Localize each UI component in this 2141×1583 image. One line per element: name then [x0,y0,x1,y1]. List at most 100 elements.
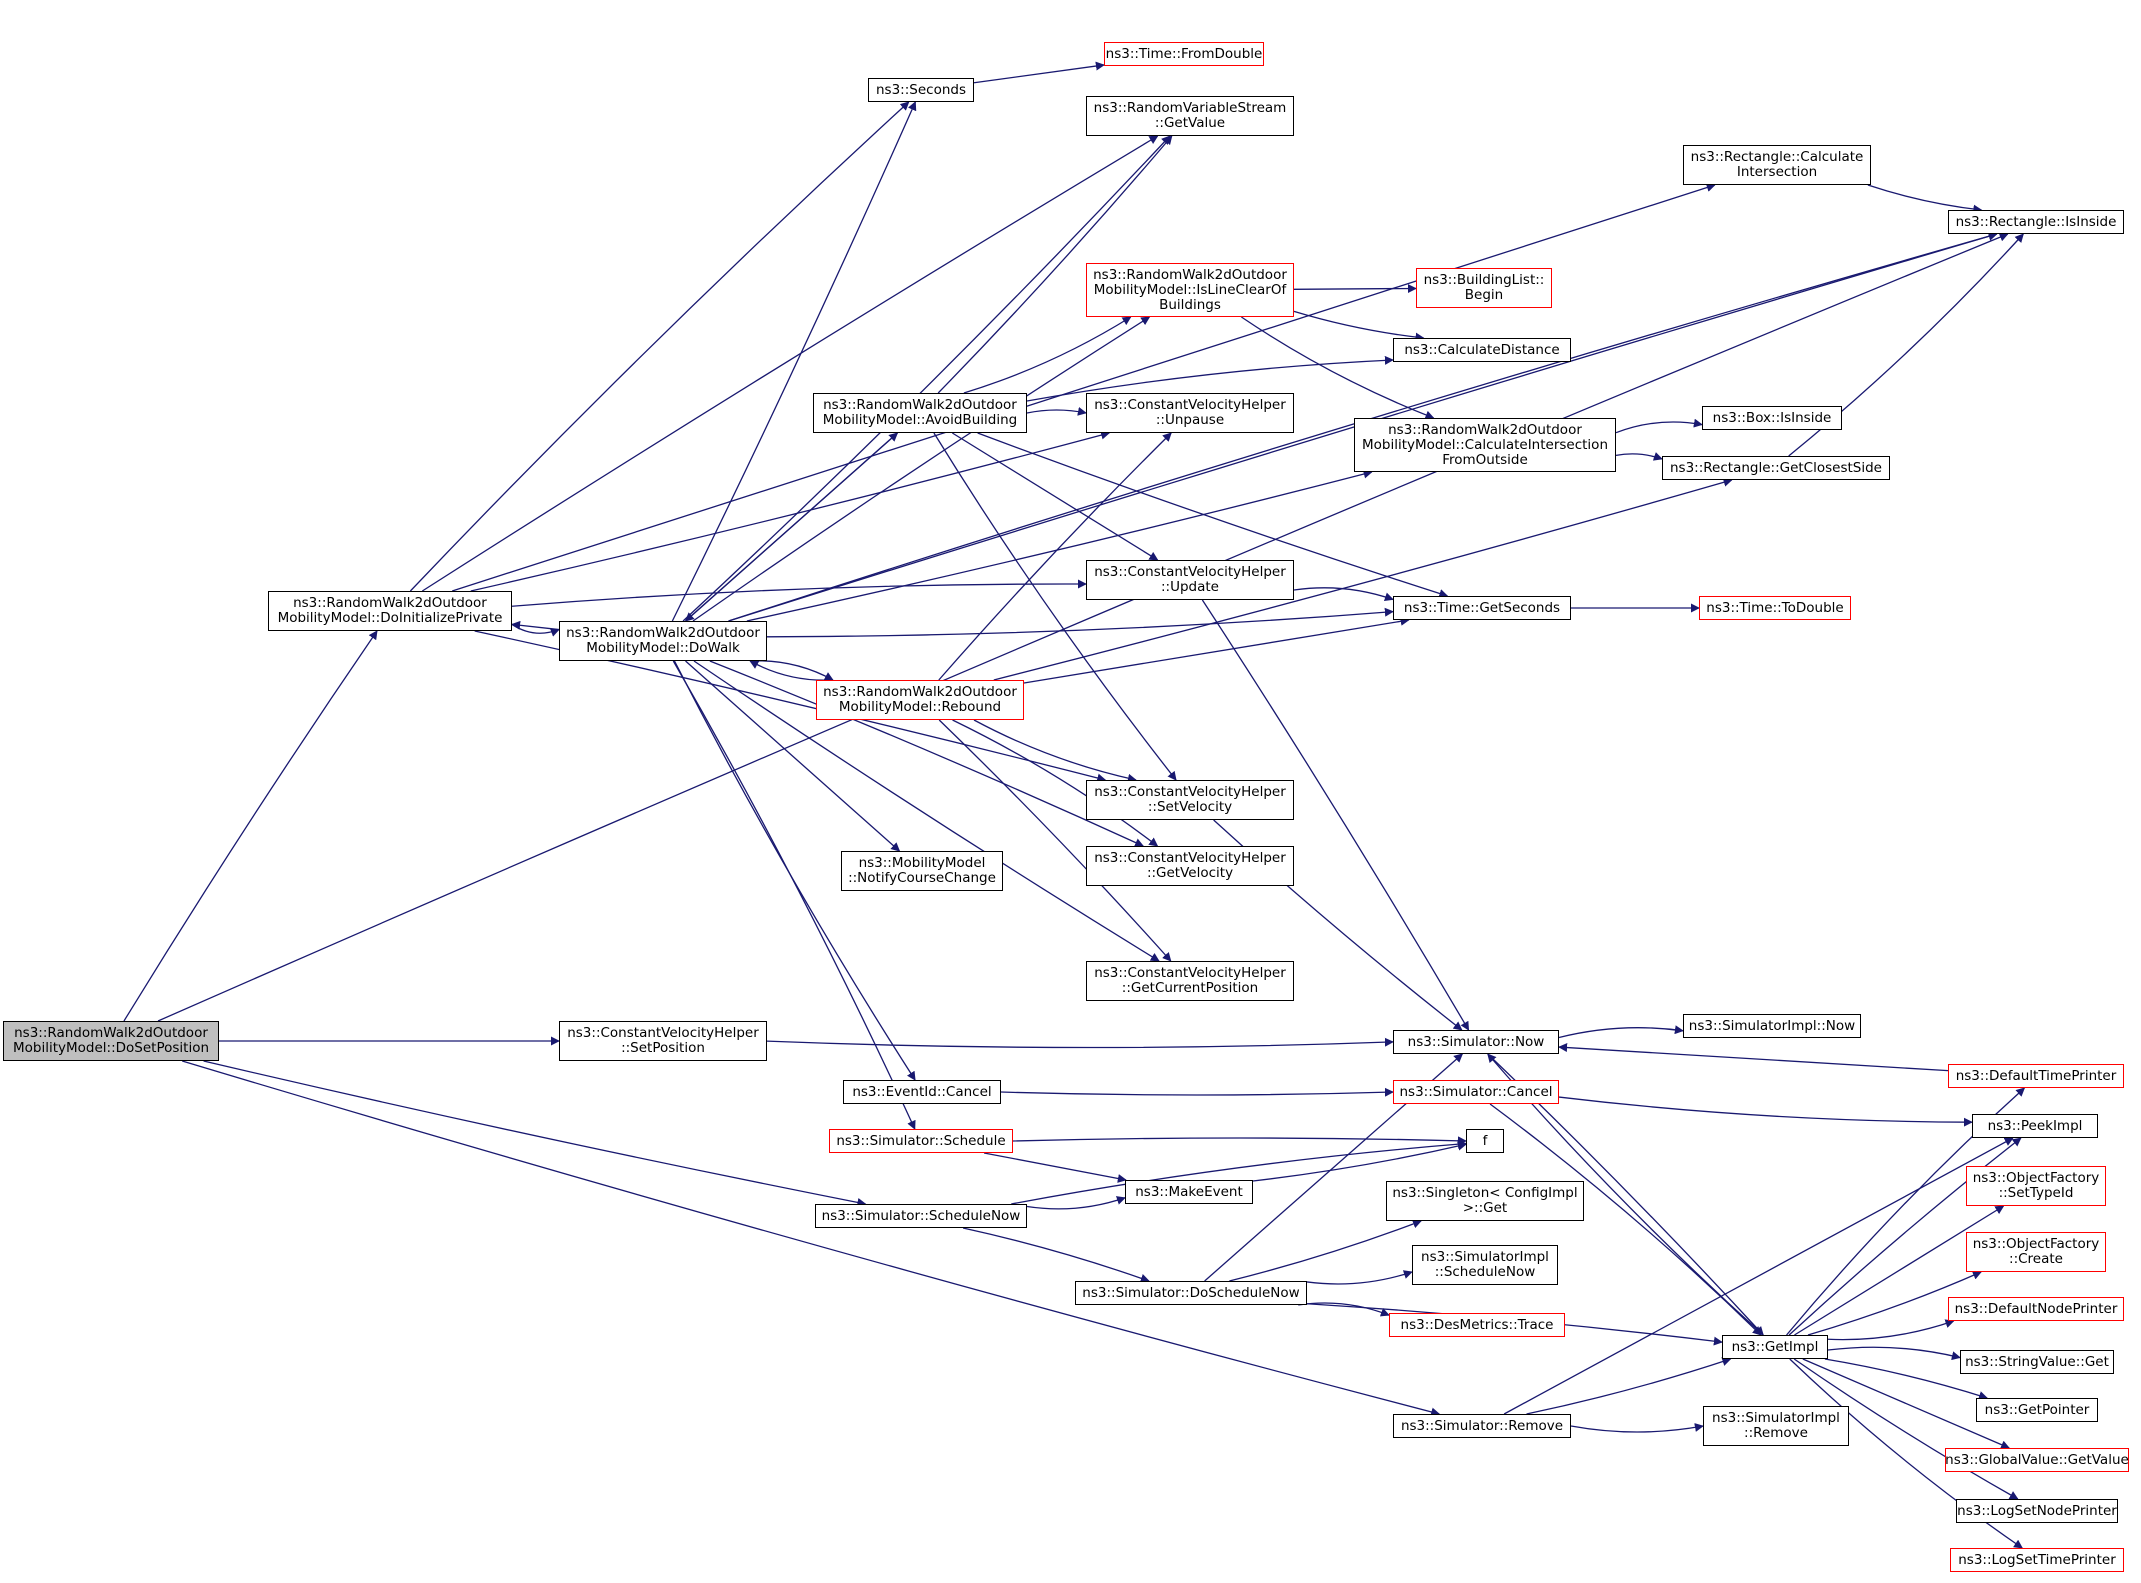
node-simCancel[interactable]: ns3::Simulator::Cancel [1393,1080,1559,1104]
edge-simRemove-to-peekImpl [1503,1137,2014,1415]
node-simNow[interactable]: ns3::Simulator::Now [1393,1030,1559,1054]
node-logSetNodePrinter[interactable]: ns3::LogSetNodePrinter [1956,1499,2118,1523]
node-label: ns3::Simulator::Now [1407,1033,1545,1050]
edge-rectCalcIntersection-to-rectIsInside [1867,184,1983,214]
edge-simScheduleNow-to-f [1011,1139,1467,1205]
node-rectIsInside[interactable]: ns3::Rectangle::IsInside [1948,210,2124,234]
node-rebound[interactable]: ns3::RandomWalk2dOutdoor MobilityModel::… [816,680,1024,720]
edge-simDoScheduleNow-to-singletonGet [1229,1219,1422,1282]
node-cvhUnpause[interactable]: ns3::ConstantVelocityHelper ::Unpause [1086,393,1294,433]
edge-getImpl-to-objFactorySetTypeId [1794,1205,2005,1336]
node-label: ns3::GetPointer [1984,1401,2090,1418]
edge-simSchedule-to-makeEvent [983,1152,1127,1183]
node-simImplNow[interactable]: ns3::SimulatorImpl::Now [1683,1014,1861,1038]
node-getImpl[interactable]: ns3::GetImpl [1722,1335,1828,1359]
node-label: ns3::RandomWalk2dOutdoor MobilityModel::… [822,397,1018,428]
node-defaultTimePrinter[interactable]: ns3::DefaultTimePrinter [1948,1064,2124,1088]
node-doInitializePrivate[interactable]: ns3::RandomWalk2dOutdoor MobilityModel::… [268,591,512,631]
node-simSchedule[interactable]: ns3::Simulator::Schedule [829,1129,1013,1153]
edge-simScheduleNow-to-makeEvent [1026,1196,1126,1210]
node-timeToDouble[interactable]: ns3::Time::ToDouble [1699,596,1851,620]
node-f[interactable]: f [1466,1129,1504,1153]
edge-avoidBuilding-to-cvhUpdate [951,432,1159,561]
edge-doWalk-to-cvhGetCurrentPosition [693,660,1160,962]
edge-rebound-to-cvhUnpause [938,432,1172,681]
edge-getImpl-to-peekImpl [1788,1137,2022,1336]
node-label: ns3::Singleton< ConfigImpl >::Get [1392,1185,1578,1216]
node-getPointer[interactable]: ns3::GetPointer [1976,1398,2098,1422]
edge-doInitializePrivate-to-cvhUpdate [511,579,1087,607]
node-stringValueGet[interactable]: ns3::StringValue::Get [1960,1350,2114,1374]
node-seconds[interactable]: ns3::Seconds [868,78,974,102]
node-label: ns3::DefaultTimePrinter [1955,1067,2117,1084]
node-label: ns3::ConstantVelocityHelper ::Update [1094,564,1286,595]
node-defaultNodePrinter[interactable]: ns3::DefaultNodePrinter [1948,1297,2124,1321]
node-simImplScheduleNow[interactable]: ns3::SimulatorImpl ::ScheduleNow [1412,1245,1558,1285]
edge-doSetPosition-to-doInitializePrivate [123,630,378,1022]
node-cvhGetVelocity[interactable]: ns3::ConstantVelocityHelper ::GetVelocit… [1086,846,1294,886]
edge-getImpl-to-logSetTimePrinter [1789,1358,2023,1549]
node-simRemove[interactable]: ns3::Simulator::Remove [1393,1414,1571,1438]
node-cvhGetCurrentPosition[interactable]: ns3::ConstantVelocityHelper ::GetCurrent… [1086,961,1294,1001]
edge-getImpl-to-objFactoryCreate [1807,1271,1982,1336]
node-label: ns3::RandomVariableStream ::GetValue [1093,100,1287,131]
node-label: ns3::LogSetTimePrinter [1958,1551,2116,1568]
edge-cvhUpdate-to-simNow [1201,599,1470,1031]
node-rectCalcIntersection[interactable]: ns3::Rectangle::Calculate Intersection [1683,145,1871,185]
node-notifyCourseChange[interactable]: ns3::MobilityModel ::NotifyCourseChange [841,851,1003,891]
edge-simScheduleNow-to-simDoScheduleNow [962,1227,1150,1283]
node-logSetTimePrinter[interactable]: ns3::LogSetTimePrinter [1950,1548,2124,1572]
node-cvhSetPosition[interactable]: ns3::ConstantVelocityHelper ::SetPositio… [559,1021,767,1061]
edge-doInitializePrivate-to-cvhUnpause [470,430,1111,592]
node-label: ns3::DesMetrics::Trace [1400,1316,1554,1333]
node-label: ns3::ObjectFactory ::SetTypeId [1972,1170,2100,1201]
edge-getImpl-to-defaultNodePrinter [1827,1319,1955,1341]
edge-doWalk-to-notifyCourseChange [685,660,901,852]
edge-doInitializePrivate-to-rvsGetValue [421,135,1159,592]
edge-avoidBuilding-to-doWalk [684,432,898,622]
edge-rebound-to-cvhGetVelocity [952,719,1159,847]
node-fromDouble[interactable]: ns3::Time::FromDouble [1104,42,1264,66]
node-singletonGet[interactable]: ns3::Singleton< ConfigImpl >::Get [1386,1181,1584,1221]
node-globalValueGetValue[interactable]: ns3::GlobalValue::GetValue [1945,1448,2129,1472]
edge-rebound-to-cvhSetVelocity [973,719,1137,783]
node-rectGetClosestSide[interactable]: ns3::Rectangle::GetClosestSide [1662,456,1890,480]
edge-doSetPosition-to-rectIsInside [157,232,2009,1022]
node-calcIntersectionFromOutside[interactable]: ns3::RandomWalk2dOutdoor MobilityModel::… [1354,418,1616,472]
node-label: ns3::ConstantVelocityHelper ::GetVelocit… [1094,850,1286,881]
node-simDoScheduleNow[interactable]: ns3::Simulator::DoScheduleNow [1075,1281,1307,1305]
node-simScheduleNow[interactable]: ns3::Simulator::ScheduleNow [815,1204,1027,1228]
node-buildingListBegin[interactable]: ns3::BuildingList:: Begin [1416,268,1552,308]
node-desMetricsTrace[interactable]: ns3::DesMetrics::Trace [1389,1313,1565,1337]
node-avoidBuilding[interactable]: ns3::RandomWalk2dOutdoor MobilityModel::… [813,393,1027,433]
node-timeGetSeconds[interactable]: ns3::Time::GetSeconds [1393,596,1571,620]
node-label: ns3::RandomWalk2dOutdoor MobilityModel::… [1093,266,1287,313]
edge-avoidBuilding-to-rvsGetValue [937,135,1173,394]
node-cvhSetVelocity[interactable]: ns3::ConstantVelocityHelper ::SetVelocit… [1086,780,1294,820]
node-isLineClear[interactable]: ns3::RandomWalk2dOutdoor MobilityModel::… [1086,263,1294,317]
node-makeEvent[interactable]: ns3::MakeEvent [1125,1180,1253,1204]
node-simImplRemove[interactable]: ns3::SimulatorImpl ::Remove [1703,1406,1849,1446]
node-calculateDistance[interactable]: ns3::CalculateDistance [1393,338,1571,362]
node-eventIdCancel[interactable]: ns3::EventId::Cancel [843,1080,1001,1104]
node-label: ns3::ConstantVelocityHelper ::Unpause [1094,397,1286,428]
node-doWalk[interactable]: ns3::RandomWalk2dOutdoor MobilityModel::… [559,621,767,661]
node-objFactoryCreate[interactable]: ns3::ObjectFactory ::Create [1966,1232,2106,1272]
node-peekImpl[interactable]: ns3::PeekImpl [1972,1114,2098,1138]
node-label: ns3::Simulator::Remove [1400,1417,1564,1434]
node-objFactorySetTypeId[interactable]: ns3::ObjectFactory ::SetTypeId [1966,1166,2106,1206]
edge-doSetPosition-to-simScheduleNow [203,1060,867,1207]
node-label: ns3::CalculateDistance [1404,341,1560,358]
edge-isLineClear-to-buildingListBegin [1293,284,1417,294]
node-doSetPosition[interactable]: ns3::RandomWalk2dOutdoor MobilityModel::… [3,1021,219,1061]
edge-rebound-to-cvhGetCurrentPosition [938,719,1172,962]
node-label: ns3::Box::IsInside [1712,409,1832,426]
node-rvsGetValue[interactable]: ns3::RandomVariableStream ::GetValue [1086,96,1294,136]
node-label: ns3::Rectangle::GetClosestSide [1670,459,1882,476]
node-cvhUpdate[interactable]: ns3::ConstantVelocityHelper ::Update [1086,560,1294,600]
node-boxIsInside[interactable]: ns3::Box::IsInside [1702,406,1842,430]
edge-simDoScheduleNow-to-desMetricsTrace [1298,1302,1390,1317]
edge-doWalk-to-isLineClear [692,316,1151,622]
edge-calcIntersectionFromOutside-to-rectGetClosestSide [1615,452,1663,461]
